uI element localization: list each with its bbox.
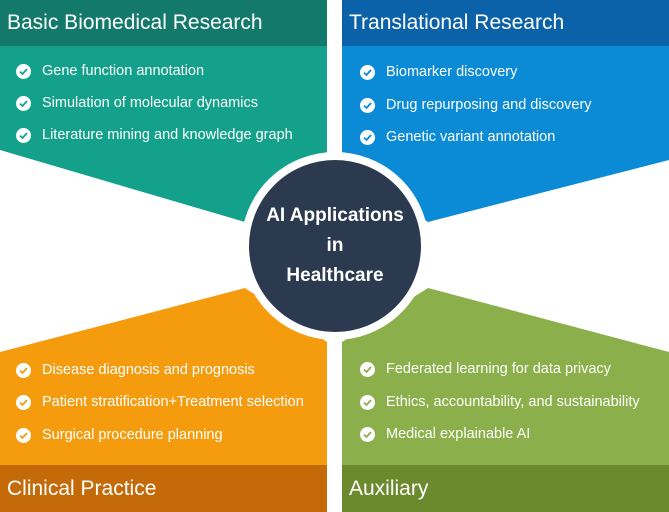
list-item-label: Simulation of molecular dynamics — [42, 95, 258, 111]
list-item: Surgical procedure planning — [16, 427, 223, 443]
check-icon — [360, 97, 375, 113]
list-item-label: Biomarker discovery — [386, 64, 518, 80]
check-icon — [16, 63, 31, 79]
auxiliary-panel — [342, 288, 669, 465]
check-icon — [360, 64, 375, 80]
list-item: Genetic variant annotation — [360, 129, 555, 145]
check-icon — [360, 361, 375, 377]
list-item-label: Federated learning for data privacy — [386, 361, 611, 377]
basic-research-panel — [0, 46, 327, 222]
list-item-label: Surgical procedure planning — [42, 427, 223, 443]
check-icon — [16, 95, 31, 111]
center-hub: AI Applications in Healthcare — [241, 152, 429, 340]
check-icon — [16, 362, 31, 378]
list-item-label: Disease diagnosis and prognosis — [42, 362, 255, 378]
list-item-label: Drug repurposing and discovery — [386, 97, 592, 113]
auxiliary-header-bar — [342, 465, 669, 512]
list-item: Simulation of molecular dynamics — [16, 95, 258, 111]
basic-research-header: Basic Biomedical Research — [7, 11, 263, 34]
check-icon — [16, 427, 31, 443]
translational-research-header: Translational Research — [349, 11, 565, 34]
check-icon — [360, 394, 375, 410]
list-item: Federated learning for data privacy — [360, 361, 611, 377]
clinical-practice-header: Clinical Practice — [7, 477, 157, 500]
translational-research-header-bar — [342, 0, 669, 46]
list-item: Ethics, accountability, and sustainabili… — [360, 394, 640, 410]
list-item: Medical explainable AI — [360, 426, 530, 442]
list-item: Biomarker discovery — [360, 64, 517, 80]
list-item: Patient stratification+Treatment selecti… — [16, 394, 304, 410]
check-icon — [360, 426, 375, 442]
check-icon — [16, 127, 31, 143]
list-item-label: Genetic variant annotation — [386, 129, 556, 145]
check-icon — [360, 129, 375, 145]
check-icon — [16, 394, 31, 410]
list-item-label: Gene function annotation — [42, 63, 205, 79]
list-item: Drug repurposing and discovery — [360, 97, 592, 113]
list-item-label: Medical explainable AI — [386, 426, 531, 442]
list-item-label: Ethics, accountability, and sustainabili… — [386, 394, 640, 410]
center-title: AI Applications in Healthcare — [266, 205, 404, 286]
auxiliary-header: Auxiliary — [349, 477, 429, 500]
translational-research-panel — [342, 46, 669, 222]
clinical-practice-panel — [0, 288, 327, 465]
list-item-label: Literature mining and knowledge graph — [42, 127, 293, 143]
list-item: Disease diagnosis and prognosis — [16, 362, 255, 378]
list-item-label: Patient stratification+Treatment selecti… — [42, 394, 304, 410]
basic-research-header-bar — [0, 0, 327, 46]
list-item: Literature mining and knowledge graph — [16, 127, 293, 143]
clinical-practice-header-bar — [0, 465, 327, 512]
list-item: Gene function annotation — [16, 63, 204, 79]
